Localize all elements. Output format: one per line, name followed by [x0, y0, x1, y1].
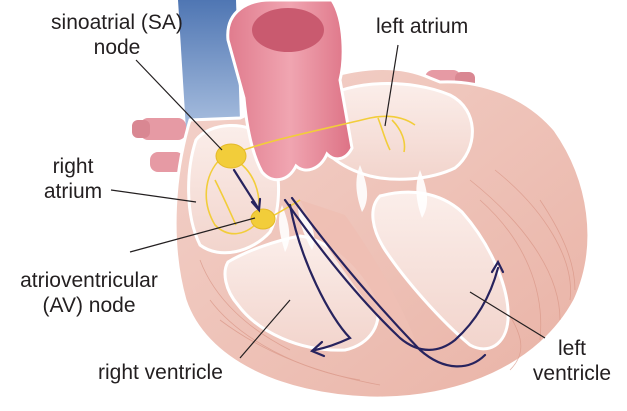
label-sa-node: sinoatrial (SA) node: [22, 10, 212, 60]
leader-right-ventricle: [240, 300, 290, 358]
label-right-atrium: right atrium: [28, 154, 118, 204]
leader-left-atrium: [385, 45, 398, 126]
label-av-node: atrioventricular (AV) node: [4, 268, 174, 318]
label-left-ventricle-line2: ventricle: [522, 361, 622, 386]
label-left-atrium: left atrium: [376, 14, 468, 39]
label-right-atrium-line2: atrium: [28, 179, 118, 204]
label-sa-node-line1: sinoatrial (SA): [22, 10, 212, 35]
label-left-ventricle-line1: left: [522, 336, 622, 361]
label-right-atrium-line1: right: [28, 154, 118, 179]
leader-left-ventricle: [470, 292, 545, 338]
leader-right-atrium: [111, 190, 196, 202]
label-sa-node-line2: node: [22, 35, 212, 60]
label-av-node-line1: atrioventricular: [4, 268, 174, 293]
leader-sa-node: [136, 60, 222, 150]
label-av-node-line2: (AV) node: [4, 293, 174, 318]
label-right-ventricle: right ventricle: [98, 360, 223, 385]
label-left-ventricle: left ventricle: [522, 336, 622, 386]
leader-av-node: [130, 218, 255, 252]
